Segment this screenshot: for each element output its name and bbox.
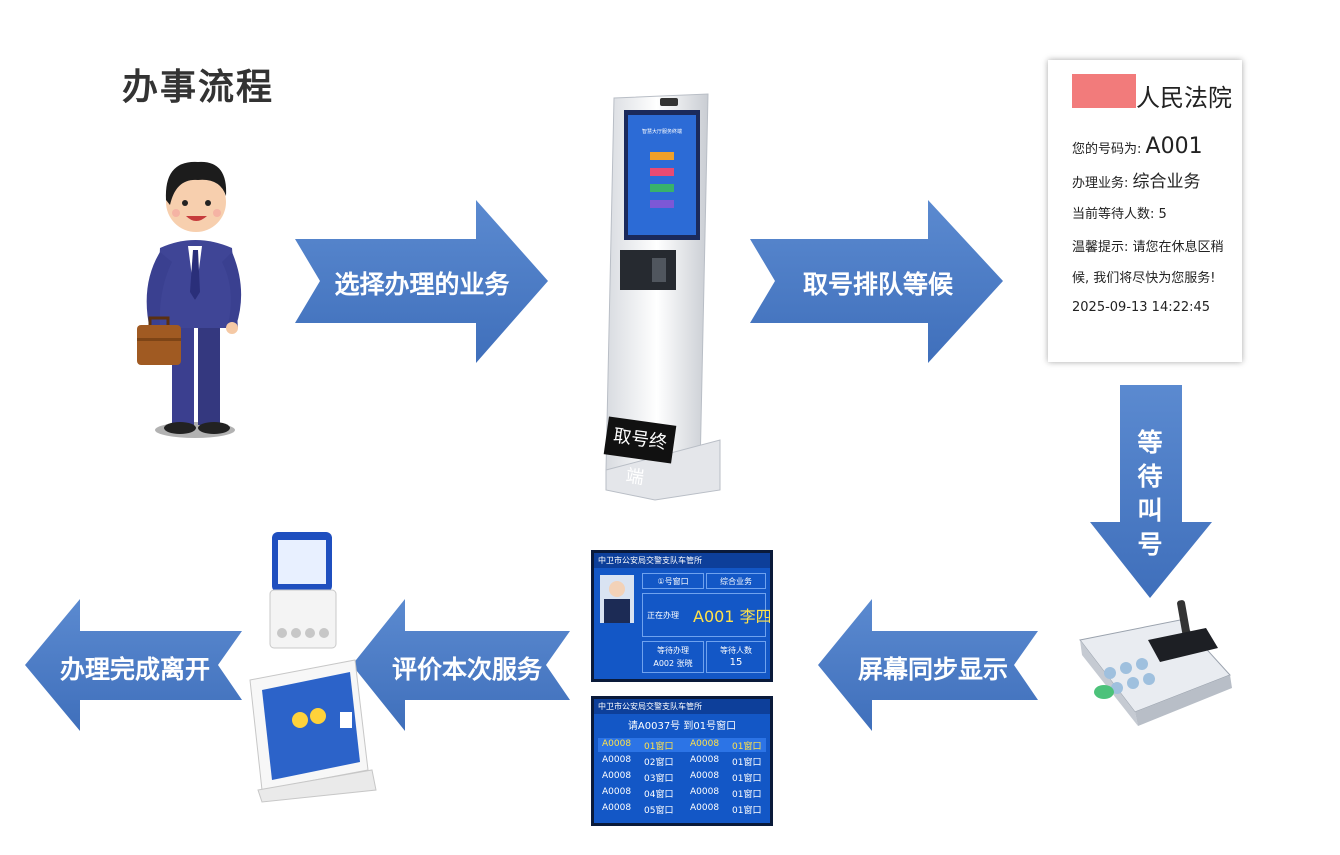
window-cell: 01窗口 — [732, 774, 762, 784]
wait-char: 叫 — [1137, 496, 1163, 525]
arrow-screen-display — [818, 599, 1038, 731]
queue-number-cell: A0008 — [690, 803, 720, 813]
ticket-business: 综合业务 — [1132, 172, 1201, 192]
page-title: 办事流程 — [122, 67, 275, 108]
queue-number-cell: A0008 — [690, 755, 720, 765]
arrow-wait-call — [1090, 385, 1212, 598]
arrow-label-finish: 办理完成离开 — [59, 655, 210, 684]
businessman-icon — [137, 161, 242, 438]
ticket-court: 人民法院 — [1136, 84, 1232, 112]
call-pager-icon — [1079, 600, 1232, 726]
screen1-serving-label: 正在办理 — [647, 611, 679, 620]
window-cell: 01窗口 — [644, 742, 674, 752]
screen1-business: 综合业务 — [720, 577, 752, 586]
arrow-label-screen-display: 屏幕同步显示 — [857, 655, 1008, 684]
screen1-serving: A001 李四 — [693, 607, 772, 626]
screen2-call: 请A0037号 到01号窗口 — [627, 721, 737, 732]
screen1-count-box: 等待人数 15 — [706, 641, 766, 673]
arrow-label-evaluate: 评价本次服务 — [391, 655, 542, 684]
screen1-window-box: ①号窗口 — [642, 573, 704, 589]
window-cell: 01窗口 — [732, 790, 762, 800]
screen1-count: 15 — [729, 657, 743, 668]
ticket-number: A001 — [1145, 134, 1203, 159]
arrow-evaluate — [352, 599, 570, 731]
arrow-take-number — [750, 200, 1003, 363]
kiosk-terminal-icon — [605, 93, 721, 501]
arrow-select-business — [295, 200, 548, 363]
ticket-datetime: 2025-09-13 14:22:45 — [1072, 300, 1211, 315]
window-cell: 02窗口 — [644, 758, 674, 768]
queue-number-cell: A0008 — [602, 787, 632, 797]
ticket-number-row: 您的号码为: A001 — [1072, 134, 1203, 159]
officer-photo — [600, 575, 634, 623]
window-cell: 01窗口 — [732, 758, 762, 768]
queue-number-cell: A0008 — [690, 771, 720, 781]
screen1-header: 中卫市公安局交警支队车管所 — [594, 553, 770, 568]
screen1-next: A002 张晓 — [653, 659, 693, 668]
arrow-label-select-business: 选择办理的业务 — [334, 270, 510, 299]
queue-number-cell: A0008 — [690, 787, 720, 797]
ticket-business-row: 办理业务: 综合业务 — [1072, 167, 1201, 192]
arrow-label-take-number: 取号排队等候 — [802, 270, 953, 299]
window-cell: 05窗口 — [644, 806, 674, 816]
kiosk-screen-title: 智慧大厅服务终端 — [641, 129, 682, 135]
screen1-next-label: 等待办理 — [657, 646, 689, 655]
evaluation-device-icon — [269, 532, 337, 649]
window-cell: 01窗口 — [732, 806, 762, 816]
screen1-window: ①号窗口 — [657, 577, 689, 586]
window-cell: 03窗口 — [644, 774, 674, 784]
ticket-tip-line2: 候, 我们将尽快为您服务! — [1072, 271, 1216, 286]
window-cell: 04窗口 — [644, 790, 674, 800]
evaluation-tablet-icon — [249, 659, 377, 803]
ticket-tip-line1: 温馨提示: 请您在休息区稍 — [1072, 240, 1224, 255]
arrow-label-wait-call: 等 待 叫 号 — [1130, 426, 1170, 562]
queue-number-cell: A0008 — [602, 771, 632, 781]
ticket-business-label: 办理业务: — [1072, 176, 1129, 191]
screen2-header: 中卫市公安局交警支队车管所 — [594, 699, 770, 714]
ticket-waiting: 5 — [1158, 207, 1167, 222]
window-cell: 01窗口 — [732, 742, 762, 752]
queue-number-cell: A0008 — [602, 803, 632, 813]
wait-char: 号 — [1137, 530, 1163, 559]
wait-char: 等 — [1137, 428, 1163, 457]
ticket-number-label: 您的号码为: — [1072, 142, 1142, 157]
calling-board-screen: 中卫市公安局交警支队车管所 请A0037号 到01号窗口 A0008 01窗口 A0… — [591, 696, 773, 826]
ticket-waiting-row: 当前等待人数: 5 — [1072, 203, 1167, 222]
ticket-waiting-label: 当前等待人数: — [1072, 207, 1155, 222]
screen1-business-box: 综合业务 — [706, 573, 766, 589]
wait-char: 待 — [1137, 462, 1163, 491]
screen1-serving-box: 正在办理 A001 李四 — [642, 593, 770, 637]
screen1-count-label: 等待人数 — [720, 646, 752, 655]
queue-number-cell: A0008 — [602, 739, 632, 749]
window-display-screen: 中卫市公安局交警支队车管所 ①号窗口 综合业务 正在办理 A001 李四 等待办… — [591, 550, 773, 682]
redaction-block — [1072, 74, 1136, 108]
screen2-highlight-row — [598, 738, 766, 752]
queue-number-cell: A0008 — [602, 755, 632, 765]
arrow-finish — [25, 599, 242, 731]
queue-ticket: 人民法院 您的号码为: A001 办理业务: 综合业务 当前等待人数: 5 温馨… — [1048, 60, 1242, 362]
queue-number-cell: A0008 — [690, 739, 720, 749]
screen1-next-box: 等待办理 A002 张晓 — [642, 641, 704, 673]
